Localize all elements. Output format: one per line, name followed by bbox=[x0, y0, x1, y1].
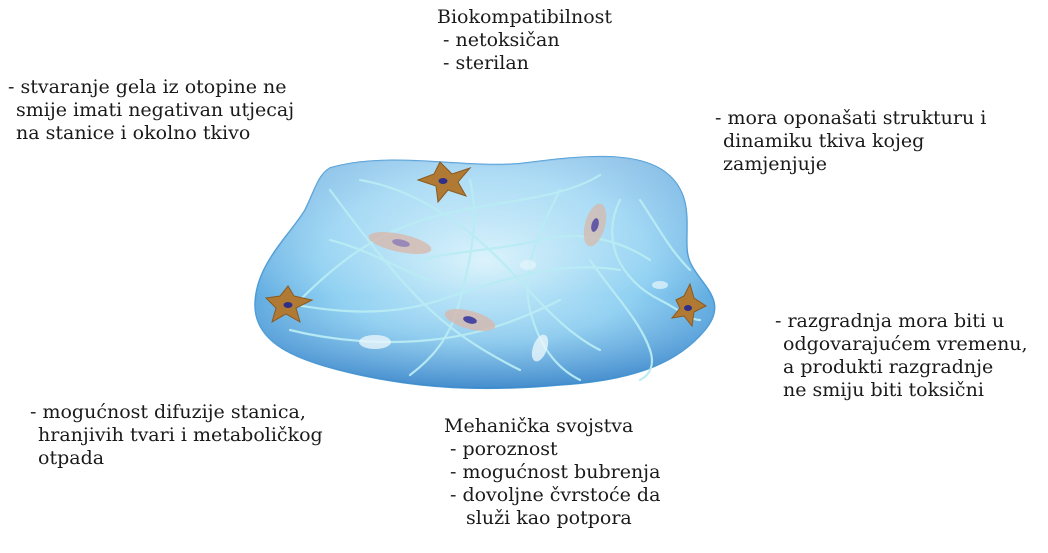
diffusion-line: hranjivih tvari i metaboličkog bbox=[30, 424, 323, 447]
gel-formation-line: - stvaranje gela iz otopine ne bbox=[8, 76, 294, 99]
degradation-line: - razgradnja mora biti u bbox=[775, 310, 1028, 333]
mechanical-properties-label: Mehanička svojstva - poroznost - mogućno… bbox=[444, 415, 660, 530]
gel-formation-line: na stanice i okolno tkivo bbox=[8, 122, 294, 145]
mechanical-item-continuation: služi kao potpora bbox=[444, 507, 660, 530]
biocompatibility-item: - sterilan bbox=[437, 52, 612, 75]
degradation-line: ne smiju biti toksični bbox=[775, 379, 1028, 402]
mechanical-item: - poroznost bbox=[444, 438, 660, 461]
biocompatibility-title: Biokompatibilnost bbox=[437, 6, 612, 29]
mechanical-item: - dovoljne čvrstoće da bbox=[444, 484, 660, 507]
mechanical-item: - mogućnost bubrenja bbox=[444, 461, 660, 484]
diffusion-label: - mogućnost difuzije stanica, hranjivih … bbox=[30, 401, 323, 470]
biocompatibility-item: - netoksičan bbox=[437, 29, 612, 52]
diffusion-line: otpada bbox=[30, 447, 323, 470]
structure-line: - mora oponašati strukturu i bbox=[715, 107, 986, 130]
structure-line: dinamiku tkiva kojeg bbox=[715, 130, 986, 153]
degradation-line: odgovarajućem vremenu, bbox=[775, 333, 1028, 356]
hydrogel-shading bbox=[255, 157, 715, 389]
gel-formation-line: smije imati negativan utjecaj bbox=[8, 99, 294, 122]
structure-line: zamjenjuje bbox=[715, 153, 986, 176]
biocompatibility-label: Biokompatibilnost - netoksičan - sterila… bbox=[437, 6, 612, 75]
gel-formation-label: - stvaranje gela iz otopine ne smije ima… bbox=[8, 76, 294, 145]
diffusion-line: - mogućnost difuzije stanica, bbox=[30, 401, 323, 424]
structure-label: - mora oponašati strukturu i dinamiku tk… bbox=[715, 107, 986, 176]
mechanical-title: Mehanička svojstva bbox=[444, 415, 660, 438]
degradation-line: a produkti razgradnje bbox=[775, 356, 1028, 379]
degradation-label: - razgradnja mora biti u odgovarajućem v… bbox=[775, 310, 1028, 402]
